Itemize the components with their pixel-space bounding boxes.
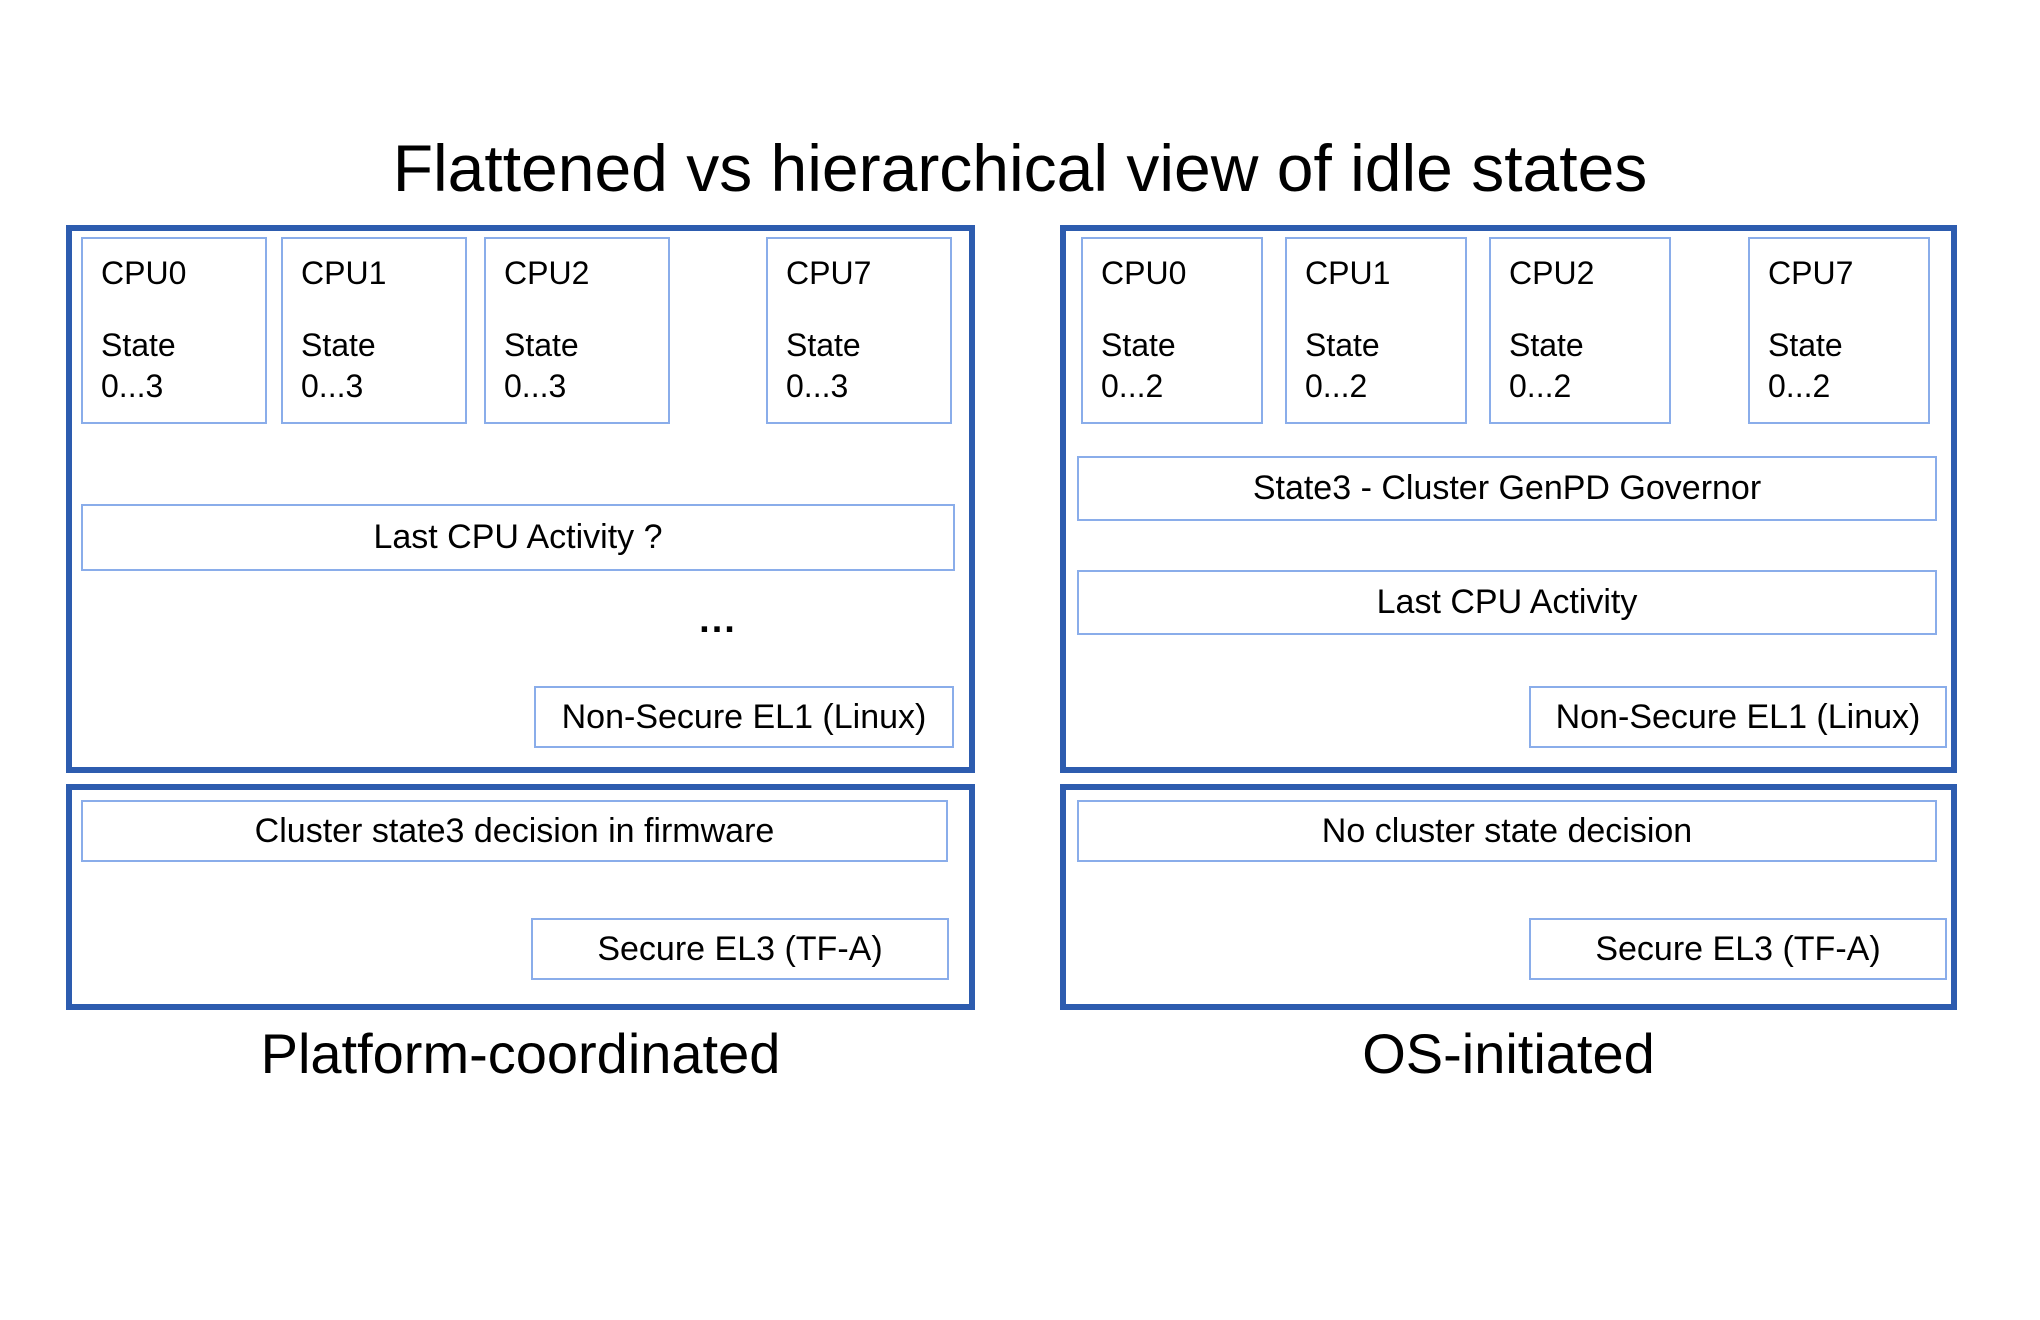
cpu-box-right-7: CPU7 State 0...2 xyxy=(1748,237,1930,424)
page-title: Flattened vs hierarchical view of idle s… xyxy=(392,131,1648,205)
right-bottom-panel: No cluster state decision Secure EL3 (TF… xyxy=(1060,784,1957,1010)
cpu-state-word: State xyxy=(1305,326,1380,363)
cpu-state: State 0...3 xyxy=(101,325,249,408)
cpu-state-word: State xyxy=(504,326,579,363)
cpu-label: CPU0 xyxy=(1101,255,1187,291)
cpu-label: CPU2 xyxy=(504,255,590,291)
secure-el3-box: Secure EL3 (TF-A) xyxy=(1529,918,1947,980)
cpu-state-range: 0...2 xyxy=(1101,368,1164,405)
cpu-state-range: 0...2 xyxy=(1768,368,1831,405)
cpu-state-range: 0...3 xyxy=(301,368,364,405)
cpu-box-left-0: CPU0 State 0...3 xyxy=(81,237,267,424)
left-caption: Platform-coordinated xyxy=(260,1022,781,1085)
cpu-state: State 0...3 xyxy=(786,325,934,408)
cpu-box-left-7: CPU7 State 0...3 xyxy=(766,237,952,424)
cpu-box-left-2: CPU2 State 0...3 xyxy=(484,237,670,424)
last-cpu-activity-box: Last CPU Activity xyxy=(1077,570,1937,635)
cpu-state: State 0...3 xyxy=(301,325,449,408)
non-secure-el1-box: Non-Secure EL1 (Linux) xyxy=(1529,686,1947,748)
cpu-state-word: State xyxy=(301,326,376,363)
cpu-box-right-1: CPU1 State 0...2 xyxy=(1285,237,1467,424)
no-cluster-decision-box: No cluster state decision xyxy=(1077,800,1937,862)
cpu-state-range: 0...2 xyxy=(1305,368,1368,405)
right-top-panel: CPU0 State 0...2 CPU1 State 0...2 CPU2 S… xyxy=(1060,225,1957,773)
cpu-state-range: 0...3 xyxy=(101,368,164,405)
cpu-label: CPU7 xyxy=(1768,255,1854,291)
cpu-box-right-0: CPU0 State 0...2 xyxy=(1081,237,1263,424)
cpu-state: State 0...2 xyxy=(1305,325,1449,408)
cpu-label: CPU1 xyxy=(1305,255,1391,291)
cpu-state-word: State xyxy=(101,326,176,363)
cpu-state: State 0...2 xyxy=(1101,325,1245,408)
genpd-governor-box: State3 - Cluster GenPD Governor xyxy=(1077,456,1937,521)
cpu-state-word: State xyxy=(1101,326,1176,363)
secure-el3-box: Secure EL3 (TF-A) xyxy=(531,918,949,980)
cpu-state: State 0...3 xyxy=(504,325,652,408)
cpu-label: CPU7 xyxy=(786,255,872,291)
left-bottom-panel: Cluster state3 decision in firmware Secu… xyxy=(66,784,975,1010)
cpu-state-range: 0...3 xyxy=(504,368,567,405)
cpu-state-word: State xyxy=(786,326,861,363)
cpu-box-right-2: CPU2 State 0...2 xyxy=(1489,237,1671,424)
cpu-state-range: 0...3 xyxy=(786,368,849,405)
cpu-state: State 0...2 xyxy=(1768,325,1912,408)
cpu-label: CPU1 xyxy=(301,255,387,291)
last-cpu-activity-box: Last CPU Activity ? xyxy=(81,504,955,571)
cpu-label: CPU2 xyxy=(1509,255,1595,291)
cpu-state-range: 0...2 xyxy=(1509,368,1572,405)
right-caption: OS-initiated xyxy=(1362,1022,1655,1085)
cpu-label: CPU0 xyxy=(101,255,187,291)
cpu-state: State 0...2 xyxy=(1509,325,1653,408)
cpu-box-left-1: CPU1 State 0...3 xyxy=(281,237,467,424)
cpu-state-word: State xyxy=(1509,326,1584,363)
left-top-panel: CPU0 State 0...3 CPU1 State 0...3 CPU2 S… xyxy=(66,225,975,773)
non-secure-el1-box: Non-Secure EL1 (Linux) xyxy=(534,686,954,748)
cpu-state-word: State xyxy=(1768,326,1843,363)
cpu-row-ellipsis: ... xyxy=(699,599,737,641)
cluster-decision-box: Cluster state3 decision in firmware xyxy=(81,800,948,862)
